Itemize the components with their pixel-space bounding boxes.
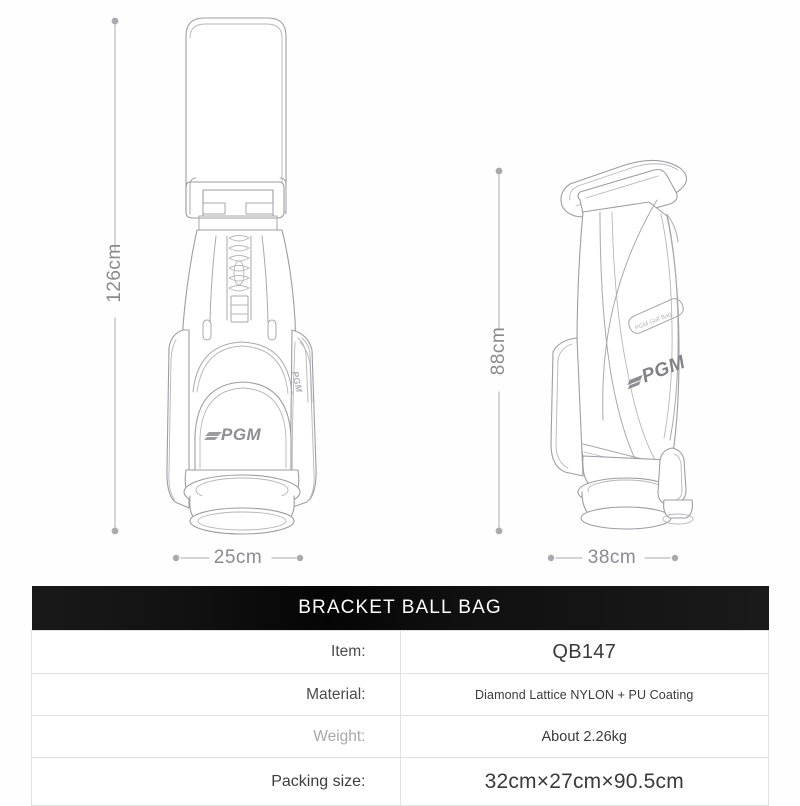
- table-title: BRACKET BALL BAG: [31, 586, 769, 631]
- dimension-label-width-right: 38cm: [587, 547, 637, 568]
- golf-bag-side-view: PGM Golf Bag PGM: [550, 159, 694, 530]
- dimension-line-width-right: [547, 554, 679, 562]
- row-label-item: Item:: [31, 630, 401, 674]
- pgm-logo-front: PGM: [204, 425, 262, 444]
- dimension-label-width-left: 25cm: [213, 547, 263, 568]
- specification-table: BRACKET BALL BAG Item: QB147 Material: D…: [31, 586, 769, 806]
- dimension-line-height-left: [111, 17, 119, 535]
- table-row: Material: Diamond Lattice NYLON + PU Coa…: [31, 673, 769, 716]
- svg-text:PGM: PGM: [221, 425, 262, 444]
- table-row: Item: QB147: [31, 630, 769, 674]
- row-value-weight: About 2.26kg: [399, 715, 769, 758]
- row-label-packing-size: Packing size:: [31, 757, 401, 806]
- table-row: Weight: About 2.26kg: [31, 715, 769, 758]
- row-value-item: QB147: [399, 630, 769, 674]
- golf-bag-front-view: PGM PGM: [166, 17, 317, 535]
- table-header-row: BRACKET BALL BAG: [31, 586, 769, 631]
- dimension-label-height-right: 88cm: [488, 326, 509, 376]
- row-label-material: Material:: [31, 673, 401, 716]
- svg-text:PGM: PGM: [290, 370, 304, 393]
- dimension-label-height-left: 126cm: [104, 243, 125, 303]
- table-row: Packing size: 32cm×27cm×90.5cm: [31, 757, 769, 806]
- row-value-material: Diamond Lattice NYLON + PU Coating: [399, 673, 769, 716]
- product-illustration: .ol { fill:#ffffff; stroke:#9d9da3; stro…: [104, 17, 694, 568]
- pgm-logo-side: PGM: [290, 370, 304, 393]
- row-label-weight: Weight:: [31, 715, 401, 758]
- dimension-line-width-left: [172, 554, 304, 562]
- dimension-line-height-right: [495, 167, 503, 535]
- row-value-packing-size: 32cm×27cm×90.5cm: [399, 757, 769, 806]
